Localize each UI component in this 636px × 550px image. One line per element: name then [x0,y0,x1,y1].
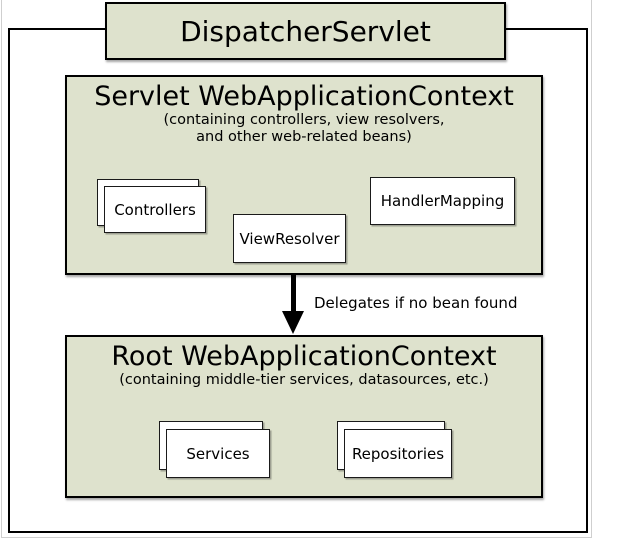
root-context-title: Root WebApplicationContext [111,341,497,372]
servlet-webapplicationcontext-box: Servlet WebApplicationContext (containin… [65,75,543,275]
viewresolver-label: ViewResolver [239,229,340,248]
services-label: Services [186,444,250,463]
servlet-context-title: Servlet WebApplicationContext [94,81,514,112]
delegation-arrow-stem [291,275,296,313]
root-webapplicationcontext-box: Root WebApplicationContext (containing m… [65,335,543,498]
delegation-arrow-head-icon [282,311,304,334]
controllers-label: Controllers [114,200,196,219]
dispatcher-servlet-box: DispatcherServlet [105,2,506,60]
servlet-context-subtitle-line2: and other web-related beans) [196,129,412,145]
controllers-box: Controllers [104,186,206,233]
handlermapping-label: HandlerMapping [380,192,505,210]
root-context-subtitle: (containing middle-tier services, dataso… [119,372,489,388]
services-box: Services [166,429,270,478]
viewresolver-box: ViewResolver [233,214,346,263]
handlermapping-box: HandlerMapping [370,177,515,225]
delegation-arrow-label: Delegates if no bean found [314,294,518,312]
repositories-label: Repositories [351,444,445,463]
dispatcher-servlet-label: DispatcherServlet [180,14,431,48]
repositories-box: Repositories [344,429,452,478]
servlet-context-subtitle-line1: (containing controllers, view resolvers, [163,112,445,128]
image-border [1,0,592,538]
